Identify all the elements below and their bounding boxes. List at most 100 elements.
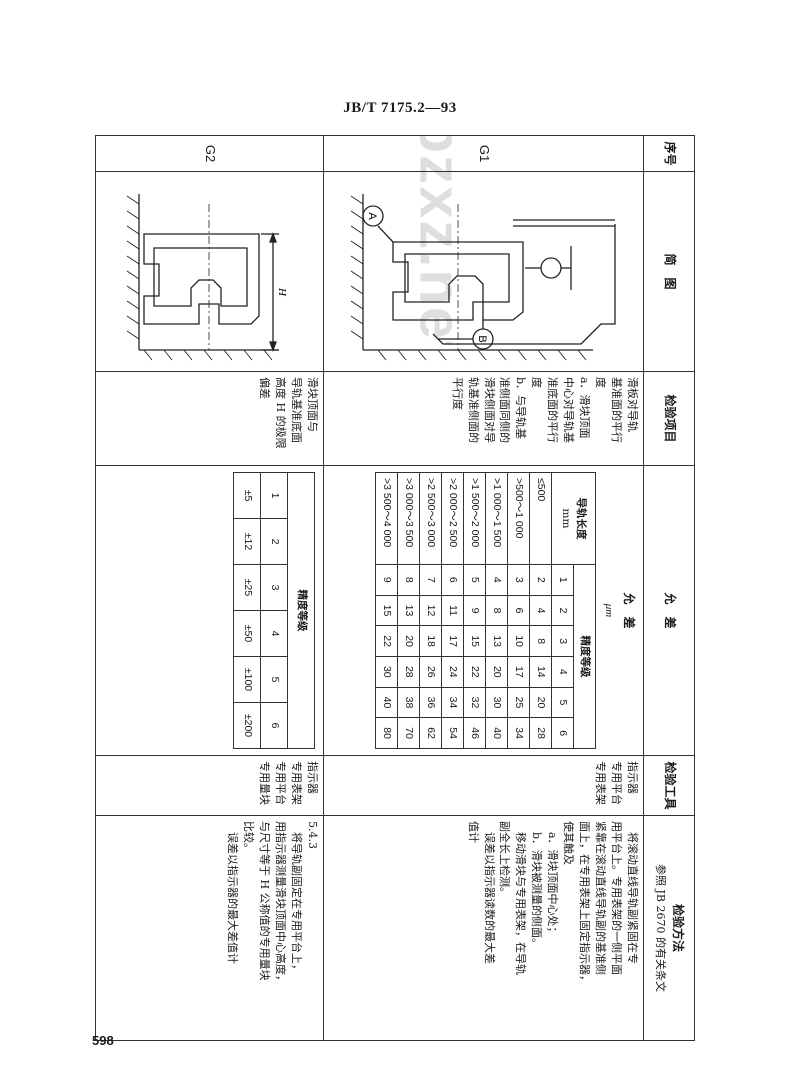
tol2-grade-header: 精度等级 [287,472,315,749]
tol2-grade-cell: 3 [260,564,288,611]
item-line: 准侧面同侧的 [498,377,512,443]
page-number: 598 [92,1033,114,1048]
tol-value-cell: 13 [397,595,420,626]
tool-text-g2: 指示器专用表架专用平台专用量块 [256,761,320,810]
col-header-tool: 检验工具 [643,755,695,816]
tol-value-cell: 36 [419,687,442,718]
method-line: 使其触及 [562,821,576,865]
tol-value-cell: 28 [529,717,552,749]
tool-text-g1: 指示器专用平台专用表架 [592,761,640,810]
tol-value-cell: 2 [529,564,552,596]
item-line: 准底面的平行 [546,377,560,443]
tool-line: 专用表架 [594,761,608,805]
tol-length-cell: >3 500～4 000 [375,472,398,565]
method-line: 将导轨副固定在专用平台上， [290,832,304,975]
tol-value-cell: 32 [463,687,486,718]
tol-grade-cell: 3 [551,625,574,657]
item-text-g2: 滑块顶面与导轨基准底面高度 H 的极限偏差 [256,377,320,460]
tol2-value-cell: ±5 [233,472,261,519]
item-line: 滑板对导轨 [626,377,639,432]
tol-value-cell: 5 [463,564,486,596]
inspection-table: 序号 简 图 检验项目 允 差 检验工具 检验方法 参照 JB 2670 的有关… [95,135,695,1041]
item-line: a．滑块顶面 [578,377,592,439]
slide-rail-parallelism-diagram: B A [351,193,617,360]
tol2-value-cell: ±12 [233,518,261,565]
tol-grade-cell: 2 [551,595,574,626]
item-line: 度 [530,377,544,388]
tol-value-cell: 7 [419,564,442,596]
method-line: 将滚动直线导轨副紧固在专 [626,832,639,964]
tol2-grade-cell: 6 [260,702,288,749]
tol2-grade-cell: 4 [260,610,288,657]
item-line: 导轨基准底面 [290,377,304,443]
method-g1: 将滚动直线导轨副紧固在专用平台上。专用表架的一侧平面紧靠在滚动直线导轨副的基准侧… [323,815,644,1041]
standard-code: JB/T 7175.2—93 [343,100,457,116]
method-line: 移动滑块与专用表架，在导轨 [514,832,528,975]
tol-value-cell: 25 [507,687,530,718]
tol-grade-cell: 6 [551,717,574,749]
col-header-tolerance: 允 差 [643,465,695,756]
label-a: A [367,212,379,220]
tool-line: 专用平台 [274,761,288,805]
method-line: a．滑块顶面中心处； [546,832,560,938]
tol-value-cell: 22 [375,625,398,657]
tol-value-cell: 54 [441,717,464,749]
tol-length-cell: >3 000～3 500 [397,472,420,565]
tol-length-cell: >1 000～1 500 [485,472,508,565]
item-line: 偏差 [258,377,272,399]
tol-value-cell: 8 [397,564,420,596]
method-line: b．滑块被测量的侧面。 [530,832,544,950]
tol-value-cell: 22 [463,656,486,688]
tol-length-unit: mm [560,508,573,529]
tol-value-cell: 34 [507,717,530,749]
tol2-grade-cell: 1 [260,472,288,519]
tol-value-cell: 6 [507,595,530,626]
diagram-g2: H [95,171,324,372]
tol2-value-cell: ±50 [233,610,261,657]
tol-value-cell: 20 [397,625,420,657]
tol-value-cell: 20 [485,656,508,688]
tol-header-row: 导轨长度 mm 精度等级 [551,472,596,749]
tol-value-cell: 13 [485,625,508,657]
table-row-g2: G2 [95,135,324,1041]
item-line: 基准面的平行 [610,377,624,443]
tol-value-cell: 10 [507,625,530,657]
tol-value-cell: 20 [529,687,552,718]
tol2-value-cell: ±200 [233,702,261,749]
tol-value-cell: 4 [529,595,552,626]
tol-length-cell: >500～1 000 [507,472,530,565]
tol-value-cell: 15 [463,625,486,657]
method-line: 用平台上。专用表架的一侧平面 [610,821,624,975]
tol-value-cell: 24 [441,656,464,688]
method-line: 用指示器测量滑块顶面中心高度， [274,821,288,986]
tol2-grade-cell: 5 [260,656,288,703]
method-line: 5.4.3 [306,821,319,849]
tol-value-cell: 9 [375,564,398,596]
item-line: 度 [594,377,608,388]
tool-line: 指示器 [306,761,319,794]
tol-value-cell: 62 [419,717,442,749]
tol-grade-cell: 5 [551,687,574,718]
item-line: 滑块侧面对导 [482,377,496,443]
tol-grade-cell: 4 [551,656,574,688]
seq-g2: G2 [95,135,324,172]
tol-value-cell: 80 [375,717,398,749]
item-line: b．与导轨基 [514,377,528,440]
tol-value-cell: 11 [441,595,464,626]
tol2-header-row: 精度等级 [287,472,315,749]
seq-g1: G1 [323,135,644,172]
tol-length-cell: >1 500～2 000 [463,472,486,565]
tol-value-cell: 8 [529,625,552,657]
tol-value-cell: 30 [485,687,508,718]
